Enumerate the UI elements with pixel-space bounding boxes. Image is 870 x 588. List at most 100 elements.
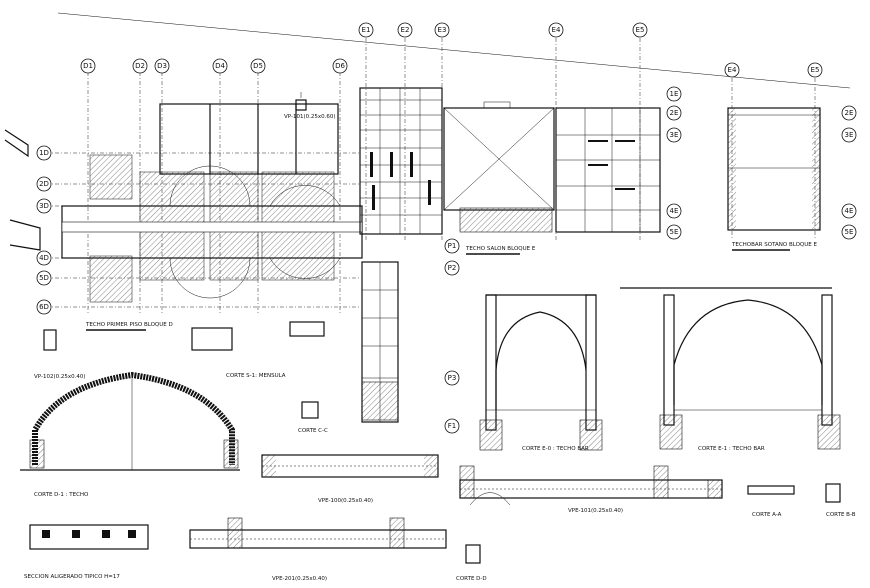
- grid-bubble: E5: [632, 22, 648, 38]
- svg-text:1E: 1E: [670, 90, 679, 98]
- svg-text:E4: E4: [728, 66, 737, 74]
- grid-bubble: D4: [212, 58, 228, 74]
- grid-bubble: E3: [434, 22, 450, 38]
- grid-bubble: 5E: [666, 224, 682, 240]
- grid-bubble: D1: [80, 58, 96, 74]
- title-corte-cc: CORTE C-C: [298, 428, 328, 434]
- svg-text:3E: 3E: [670, 131, 679, 139]
- svg-text:4E: 4E: [845, 207, 854, 215]
- grid-bubble: E5: [807, 62, 823, 78]
- vp-label: VP-101(0.25x0.60): [284, 114, 335, 120]
- svg-text:2E: 2E: [845, 109, 854, 117]
- small-details: [43, 321, 841, 564]
- title-techo-sotano: TECHOBAR SOTANO BLOQUE E: [731, 242, 818, 248]
- svg-text:3D: 3D: [39, 202, 49, 210]
- svg-text:E1: E1: [362, 26, 371, 34]
- title-corte-e1: CORTE E-1 : TECHO BAR: [698, 446, 765, 452]
- svg-text:E5: E5: [811, 66, 820, 74]
- title-vpe-201: VPE-201(0.25x0.40): [272, 576, 327, 582]
- grid-bubble: E4: [548, 22, 564, 38]
- beam-vpe-101: [459, 465, 723, 506]
- svg-text:2E: 2E: [670, 109, 679, 117]
- grid-bubbles-p: P1 P2 P3 F1: [444, 238, 460, 434]
- grid-bubble: 4E: [841, 203, 857, 219]
- beam-vpe-201: [189, 517, 447, 549]
- title-vpe-101: VPE-101(0.25x0.40): [568, 508, 623, 514]
- seccion-aligerado: [29, 524, 149, 550]
- svg-text:E3: E3: [438, 26, 447, 34]
- svg-text:3E: 3E: [845, 131, 854, 139]
- corte-d1-section: [20, 371, 240, 471]
- grid-bubble: D3: [154, 58, 170, 74]
- svg-text:E5: E5: [636, 26, 645, 34]
- svg-text:D1: D1: [83, 62, 93, 70]
- block-d-plan: VP-101(0.25x0.60): [4, 72, 363, 315]
- grid-bubble: D6: [332, 58, 348, 74]
- drawing-titles: TECHO PRIMER PISO BLOQUE D TECHO SALON B…: [24, 242, 856, 582]
- svg-text:2D: 2D: [39, 180, 49, 188]
- title-seccion-aligerado: SECCION ALIGERADO TIPICO H=17: [24, 574, 120, 580]
- grid-bubble: 2E: [841, 105, 857, 121]
- svg-text:4D: 4D: [39, 254, 49, 262]
- title-techo-salon: TECHO SALON BLOQUE E: [465, 246, 536, 252]
- grid-bubble: E2: [397, 22, 413, 38]
- svg-text:6D: 6D: [39, 303, 49, 311]
- title-corte-e0: CORTE E-0 : TECHO BAR: [522, 446, 589, 452]
- svg-text:D3: D3: [157, 62, 167, 70]
- grid-bubble: 5E: [841, 224, 857, 240]
- svg-text:D2: D2: [135, 62, 145, 70]
- sotano-plan: [727, 78, 821, 240]
- grid-bubble: E1: [358, 22, 374, 38]
- svg-text:E2: E2: [401, 26, 410, 34]
- svg-text:F1: F1: [448, 422, 456, 430]
- svg-text:1D: 1D: [39, 149, 49, 157]
- title-corte-d1: CORTE D-1 : TECHO: [34, 492, 89, 498]
- block-e-plan: [359, 38, 661, 423]
- vp-label: VP-102(0.25x0.40): [34, 374, 85, 380]
- grid-bubble: 4E: [666, 203, 682, 219]
- grid-bubble: 6D: [36, 299, 52, 315]
- title-vpe-100: VPE-100(0.25x0.40): [318, 498, 373, 504]
- svg-text:4E: 4E: [670, 207, 679, 215]
- svg-text:D5: D5: [253, 62, 263, 70]
- grid-bubble: 3E: [666, 127, 682, 143]
- svg-text:P3: P3: [448, 374, 457, 382]
- grid-bubble: F1: [444, 418, 460, 434]
- svg-text:E4: E4: [552, 26, 561, 34]
- corte-e1-section: [620, 287, 841, 450]
- grid-bubble: 3D: [36, 198, 52, 214]
- grid-bubble: 3E: [841, 127, 857, 143]
- corte-e0-section: [479, 294, 603, 451]
- grid-bubble: P1: [444, 238, 460, 254]
- svg-text:5D: 5D: [39, 274, 49, 282]
- grid-bubble: 1D: [36, 145, 52, 161]
- title-corte-s1: CORTE S-1: MENSULA: [226, 373, 286, 379]
- grid-bubbles-top: D1 D2 D3 D4 D5 D6 E1 E2 E3 E4 E5 E4 E5: [80, 22, 823, 78]
- beam-vpe-100: [261, 454, 439, 478]
- grid-bubble: 1E: [666, 86, 682, 102]
- grid-bubble: D2: [132, 58, 148, 74]
- svg-text:5E: 5E: [670, 228, 679, 236]
- svg-text:5E: 5E: [845, 228, 854, 236]
- grid-bubble: P3: [444, 370, 460, 386]
- svg-text:D4: D4: [215, 62, 225, 70]
- svg-text:P2: P2: [448, 264, 457, 272]
- roof-slope-line: [57, 12, 851, 89]
- title-corte-dd: CORTE D-D: [456, 576, 487, 582]
- grid-bubble: P2: [444, 260, 460, 276]
- grid-bubbles-side-e: 1E 2E 3E 4E 5E 2E 3E 4E 5E: [666, 86, 857, 240]
- grid-bubble: D5: [250, 58, 266, 74]
- grid-bubble: 5D: [36, 270, 52, 286]
- title-corte-aa: CORTE A-A: [752, 512, 782, 518]
- grid-bubble: E4: [724, 62, 740, 78]
- grid-bubble: 4D: [36, 250, 52, 266]
- grid-bubbles-side-d: 1D 2D 3D 4D 5D 6D: [36, 145, 52, 315]
- svg-text:P1: P1: [448, 242, 457, 250]
- title-techo-primer-piso: TECHO PRIMER PISO BLOQUE D: [85, 322, 173, 328]
- svg-text:D6: D6: [335, 62, 345, 70]
- title-corte-bb: CORTE B-B: [826, 512, 856, 518]
- grid-bubble: 2D: [36, 176, 52, 192]
- grid-bubble: 2E: [666, 105, 682, 121]
